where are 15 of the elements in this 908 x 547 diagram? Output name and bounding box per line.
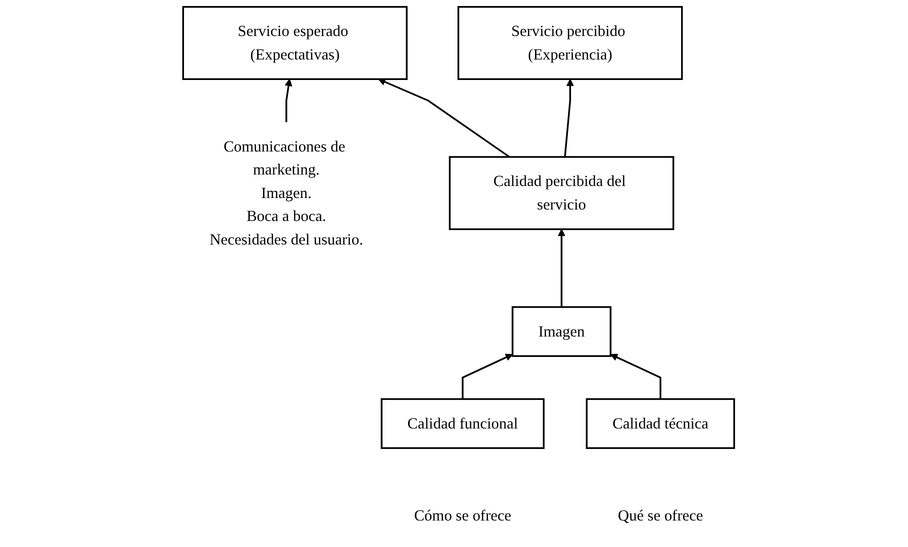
arrow <box>610 354 661 400</box>
arrow <box>284 78 292 122</box>
arrow <box>378 78 510 158</box>
node-text: Comunicaciones de marketing. Imagen. Boca a boca. Necesidades del usuario. <box>209 138 363 248</box>
node-box: Servicio esperado (Expectativas) <box>182 6 408 80</box>
node-box: Servicio percibido (Experiencia) <box>457 6 682 80</box>
node-box: Calidad técnica <box>586 398 735 449</box>
node-box: Calidad funcional <box>380 398 544 449</box>
arrow <box>564 78 574 158</box>
arrow <box>557 228 565 308</box>
node-label: Cómo se ofrece <box>414 506 511 524</box>
node-box: Calidad percibida del servicio <box>448 156 674 230</box>
node-box: Imagen <box>511 306 612 357</box>
node-label: Qué se ofrece <box>618 506 703 524</box>
arrow <box>461 354 513 400</box>
